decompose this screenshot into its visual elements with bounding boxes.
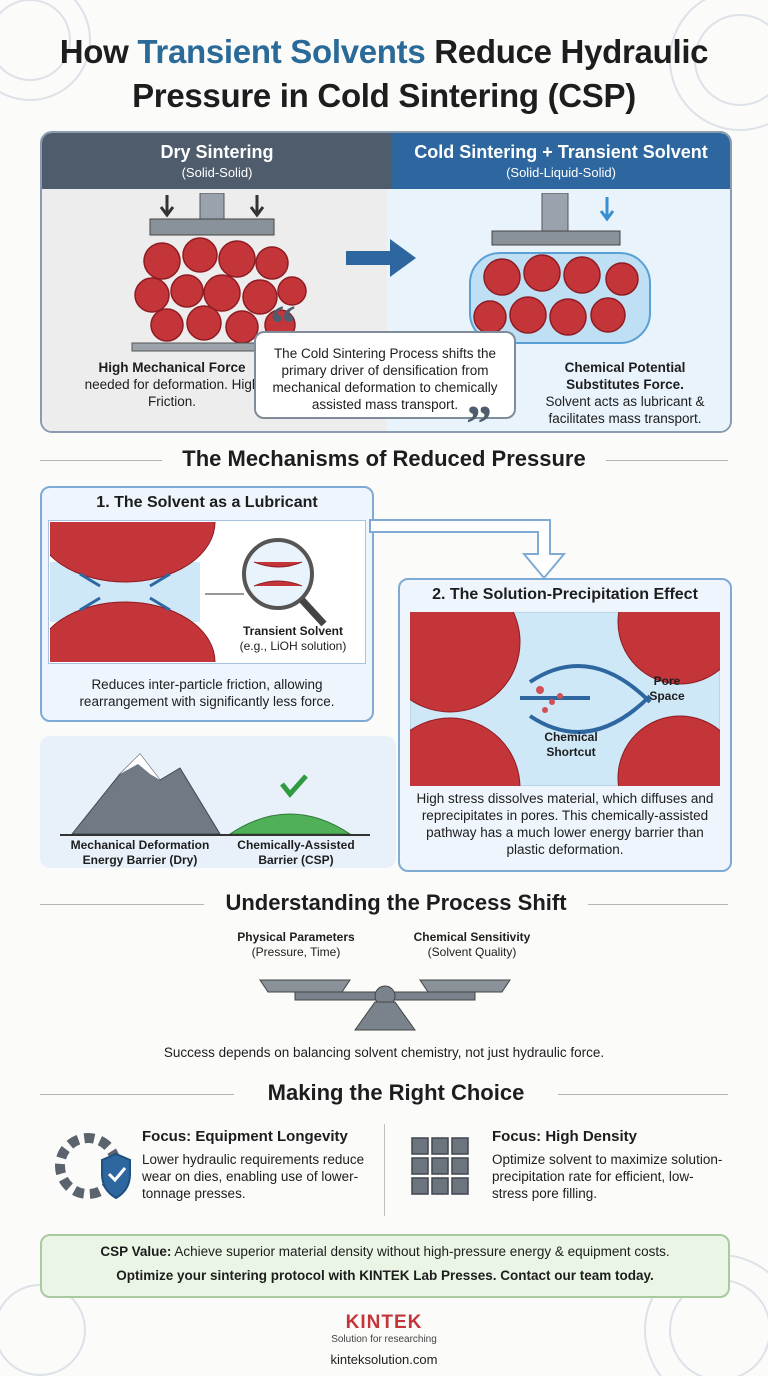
dry-barrier-label: Mechanical Deformation Energy Barrier (D… [70,838,210,867]
shift-caption: Success depends on balancing solvent che… [163,1045,605,1060]
shortcut-label: Chemical Shortcut [544,730,598,759]
dry-header: Dry Sintering (Solid-Solid) [42,133,392,189]
page-title: How Transient Solvents Reduce Hydraulic … [59,33,709,114]
kintek-logo: KINTEK [345,1312,423,1333]
footer-url[interactable]: kinteksolution.com [330,1352,438,1367]
csp-barrier-label: Chemically-Assisted Barrier (CSP) [237,838,355,867]
precipitation-caption: High stress dissolves material, which di… [416,791,714,857]
cta-box: CSP Value: Achieve superior material den… [40,1234,730,1298]
contact-link[interactable]: Optimize your sintering protocol with KI… [116,1268,654,1283]
shift-heading: Understanding the Process Shift [204,890,588,916]
choice-heading: Making the Right Choice [234,1080,558,1106]
csp-illustration [469,193,651,344]
mechanism-precipitation-box: 2. The Solution-Precipitation Effect Por… [398,578,732,872]
energy-barrier-chart [60,753,370,836]
quote-close-icon: ” [466,396,492,433]
csp-header: Cold Sintering + Transient Solvent (Soli… [392,133,730,189]
lubricant-illustration [50,522,327,662]
connector-arrow-icon [369,519,567,580]
comparison-panel: Dry Sintering (Solid-Solid) Cold Sinteri… [40,131,732,433]
right-arrow-icon [346,239,416,277]
precipitation-illustration [410,612,720,786]
csp-caption: Chemical Potential Substitutes Force.Sol… [545,360,705,426]
energy-barrier-box: Mechanical Deformation Energy Barrier (D… [40,736,396,868]
cube-cluster-icon [411,1137,469,1195]
dry-sintering-illustration [131,193,313,352]
quote-box: The Cold Sintering Process shifts the pr… [254,331,516,419]
solvent-label: Transient Solvent(e.g., LiOH solution) [239,624,347,653]
quote-open-icon: “ [270,296,296,353]
physical-params-label: Physical Parameters(Pressure, Time) [237,930,355,959]
gear-shield-icon [55,1133,131,1200]
lubricant-caption: Reduces inter-particle friction, allowin… [79,677,335,709]
chemical-sensitivity-label: Chemical Sensitivity(Solvent Quality) [413,930,531,959]
mechanism-lubricant-box: 1. The Solvent as a Lubricant Transient … [40,486,374,722]
mechanisms-heading: The Mechanisms of Reduced Pressure [162,446,606,472]
pore-label: Pore Space [649,674,685,703]
density-block: Focus: High Density Optimize solvent to … [492,1128,723,1201]
longevity-block: Focus: Equipment Longevity Lower hydraul… [142,1128,365,1201]
tagline: Solution for researching [331,1334,437,1345]
balance-scale-icon [259,979,511,1031]
